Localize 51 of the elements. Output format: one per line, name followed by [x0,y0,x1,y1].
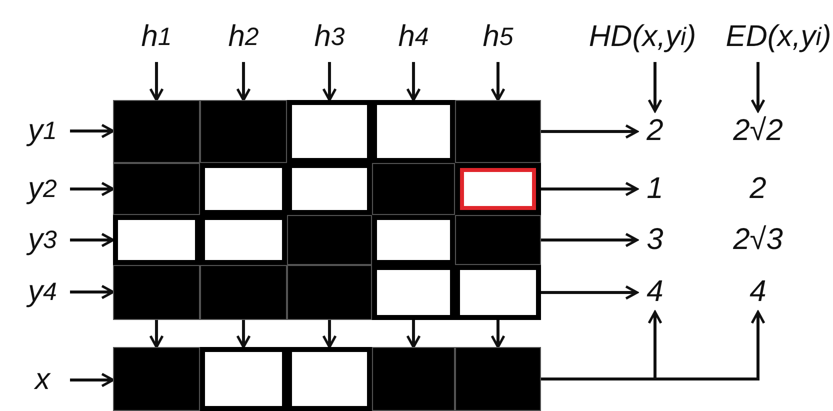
arrow [322,62,337,102]
arrow [70,232,114,248]
matrix-cell [455,100,541,163]
arrow [490,320,506,348]
matrix-cell [455,215,541,265]
matrix-cell [372,215,455,265]
matrix-cell [372,100,455,163]
value-text: 4 [637,272,673,312]
value-text: 2 [637,111,673,151]
arrow [236,320,251,348]
vector-label: x [15,358,70,402]
matrix-cell [372,163,455,215]
matrix-cell [200,100,287,163]
value-text: 4 [718,272,798,312]
arrow [322,320,337,348]
matrix-cell [455,265,541,320]
matrix-cell [113,347,200,411]
matrix-cell [287,215,372,265]
matrix-cell [113,100,200,163]
arrow [406,320,421,348]
matrix-cell [200,265,287,320]
arrow [70,372,114,388]
arrow [70,182,114,196]
value-text: 2√3 [718,220,798,260]
arrow [406,62,421,102]
matrix-cell [113,215,200,265]
arrow [541,124,638,139]
arrow [70,284,114,300]
matrix-cell [200,347,287,411]
arrow [149,62,164,102]
arrow [149,320,164,348]
matrix-cell [287,265,372,320]
arrow [541,285,638,300]
matrix-cell [113,163,200,215]
matrix-cell [287,347,372,411]
arrow [236,62,251,102]
matrix-cell [113,265,200,320]
arrow [541,232,638,248]
arrow [541,182,638,196]
value-text: 2 [718,169,798,209]
arrow [490,62,506,102]
value-text: 2√2 [718,111,798,151]
value-text: 3 [637,220,673,260]
matrix-cell [372,347,455,411]
arrow [750,62,766,112]
arrow [648,62,662,112]
matrix-cell [455,347,541,411]
value-text: 1 [637,169,673,209]
matrix-cell [455,163,541,215]
arrow [70,124,114,138]
arrow [541,310,766,380]
